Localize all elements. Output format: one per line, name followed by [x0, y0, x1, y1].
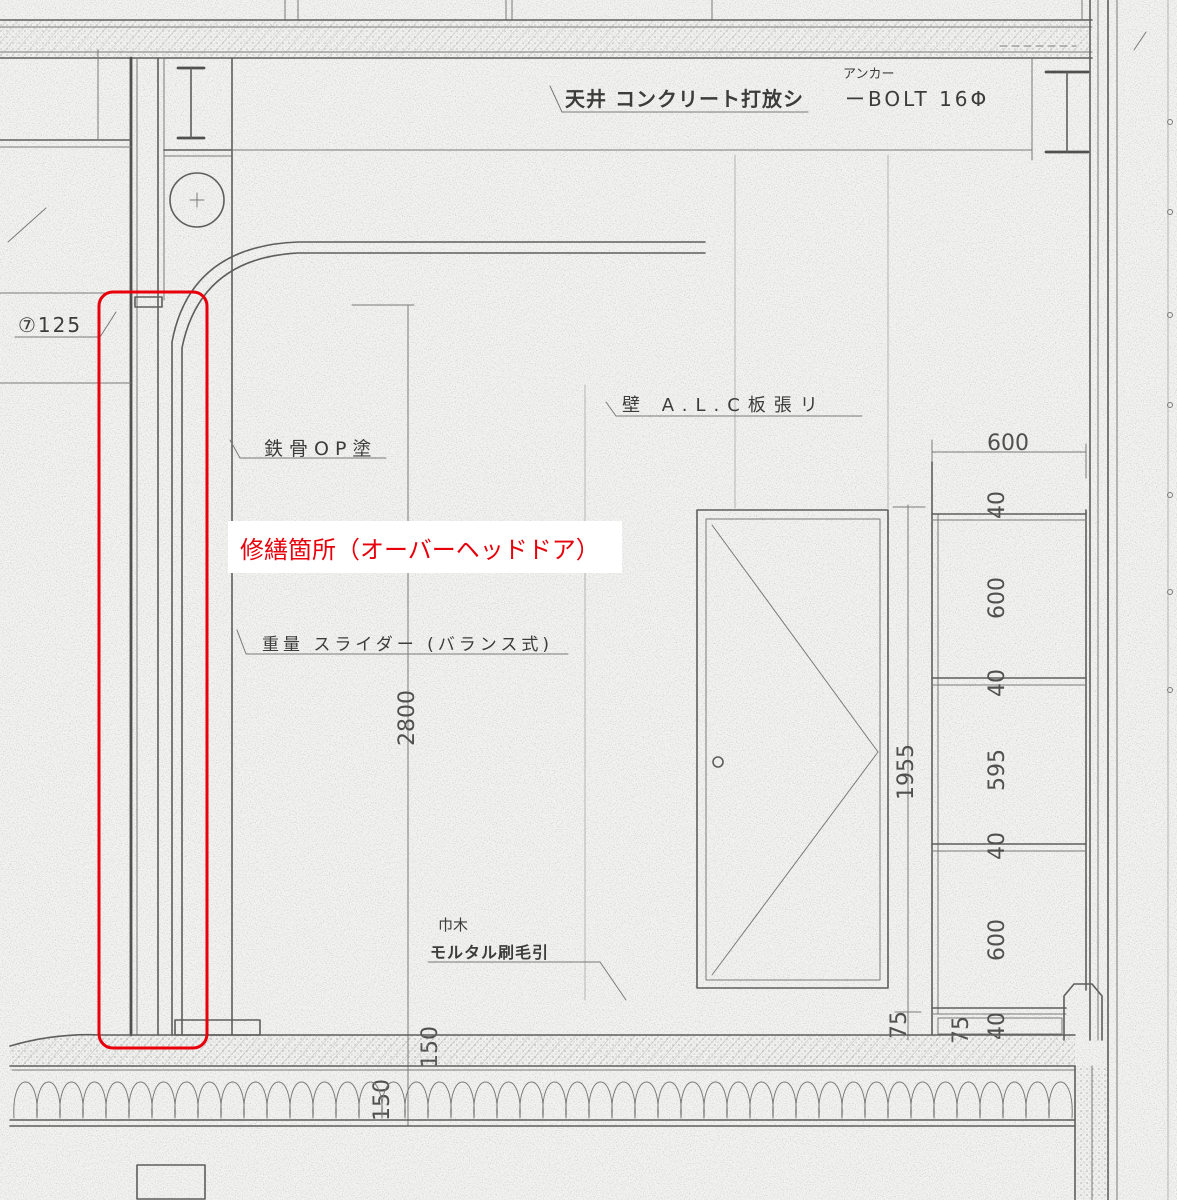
shelf-dim-40: 40 [985, 832, 1010, 860]
shelf-dim-600: 600 [985, 919, 1010, 961]
wall-note: 壁 A.L.C板張リ [605, 395, 863, 417]
steel-paint-label: 鉄骨OP塗 [264, 437, 377, 460]
footing-block [136, 1164, 206, 1200]
bracket-block [1063, 983, 1103, 1041]
bolt-label: ーBOLT 16Φ [845, 87, 989, 111]
door-frame [696, 509, 889, 989]
door [696, 509, 889, 989]
left-steel-column [0, 49, 233, 1037]
edge-mark [1167, 119, 1173, 125]
column-bracket [134, 296, 163, 308]
dimension-2800: 2800 [395, 690, 420, 746]
ceiling-mark [1133, 31, 1147, 51]
track-inner [181, 252, 706, 1036]
edge-mark [1167, 687, 1173, 693]
dimension-1955: 1955 [894, 744, 919, 800]
ceiling-leader [549, 85, 809, 113]
pulley-drum [169, 172, 225, 228]
ceiling-label: 天井 コンクリート打放シ [565, 87, 804, 111]
mortar-leader [427, 961, 627, 1001]
baseboard-note: 巾木 モルタル刷毛引 [427, 916, 627, 1001]
slider-leader [236, 629, 569, 655]
slider-label: 重量 スライダー (バランス式) [262, 635, 553, 655]
floor-section [9, 1019, 1108, 1200]
repair-label: 修繕箇所（オーバーヘッドドア） [240, 536, 600, 564]
insulation-pattern [13, 1081, 1073, 1119]
steel-paint-leader [229, 439, 387, 459]
slider-note: 重量 スライダー (バランス式) [236, 629, 569, 655]
mortar-layer-hatch [10, 1034, 1075, 1066]
edge-mark [1167, 312, 1173, 318]
upper-floor-fragments [284, 0, 1083, 21]
shelf-base [937, 1017, 1063, 1035]
steel-paint-note: 鉄骨OP塗 [229, 437, 387, 460]
left-h-beam [176, 66, 206, 140]
overhead-door-track [171, 241, 706, 1036]
edge-mark [1167, 402, 1173, 408]
repair-highlight-box [97, 290, 209, 1050]
edge-mark [1167, 589, 1173, 595]
ceiling-slab [0, 19, 1147, 59]
shelving-unit: 600 40 600 40 595 40 600 40 75 [931, 431, 1087, 1044]
shelf-dim-595: 595 [985, 749, 1010, 791]
door-leaf [705, 518, 881, 981]
left-diagonal [7, 207, 47, 243]
edge-mark [1167, 492, 1173, 498]
mortar-label: モルタル刷毛引 [430, 943, 549, 962]
pulley-circle [169, 172, 225, 228]
door-swing-lines [711, 524, 879, 976]
repair-annotation: 修繕箇所（オーバーヘッドドア） [97, 290, 622, 1050]
shelf-dim-40: 40 [985, 491, 1010, 519]
shelf-dim-40: 40 [985, 669, 1010, 697]
left-baseboard [174, 1019, 261, 1036]
repair-label-background [228, 521, 622, 573]
wall-leader [605, 401, 863, 417]
ceiling-note: 天井 コンクリート打放シ アンカー ーBOLT 16Φ [549, 67, 989, 113]
anchor-label: アンカー [843, 67, 894, 82]
edge-mark [1167, 209, 1173, 215]
shelf-dim-600: 600 [985, 577, 1010, 619]
wall-end-bracket [1063, 983, 1103, 1041]
dimension-shelf-width: 600 [987, 431, 1029, 456]
alc-thickness-label: ⑦125 [18, 313, 82, 337]
wall-label: 壁 A.L.C板張リ [622, 395, 826, 416]
baseboard-label: 巾木 [438, 916, 468, 934]
right-h-beam [1044, 70, 1090, 154]
door-knob [712, 756, 724, 768]
right-column [1089, 0, 1173, 1200]
track-outer [171, 241, 706, 1036]
